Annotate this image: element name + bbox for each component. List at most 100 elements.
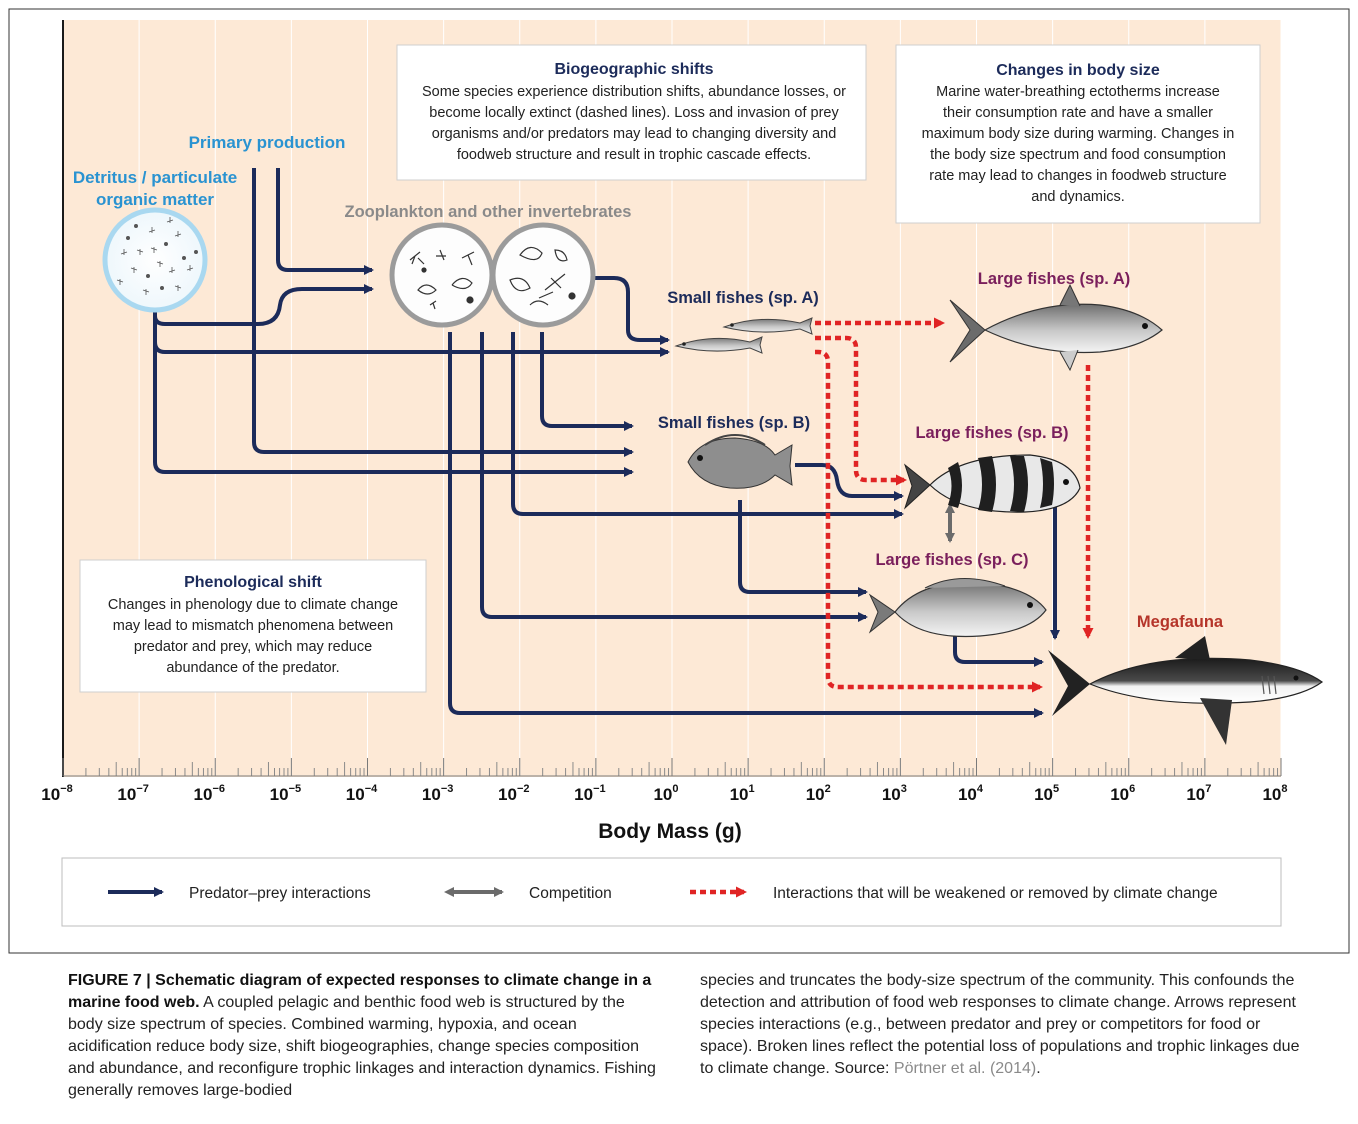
tuna-icon bbox=[949, 283, 1163, 372]
detritus-particle bbox=[156, 261, 164, 267]
detritus-particle bbox=[168, 267, 176, 273]
label-zooplankton: Zooplankton and other invertebrates bbox=[345, 203, 632, 221]
phenological-shift-box: Phenological shift Changes in phenology … bbox=[79, 559, 427, 693]
arrow-large-fish-c-to-megafauna bbox=[953, 635, 1044, 667]
tick-label: 106 bbox=[1110, 783, 1135, 804]
detritus-particle bbox=[181, 255, 186, 260]
detritus-particle bbox=[174, 285, 182, 291]
phenological-line: Changes in phenology due to climate chan… bbox=[108, 597, 398, 613]
body-size-line: and dynamics. bbox=[1031, 189, 1125, 205]
biogeographic-line: become locally extinct (dashed lines). L… bbox=[429, 105, 839, 121]
caption-label: FIGURE 7 | Schematic diagram of expected… bbox=[68, 972, 652, 1011]
body-size-line: rate may lead to changes in foodweb stru… bbox=[929, 168, 1226, 184]
detritus-particle bbox=[193, 249, 198, 254]
tick-label: 10−1 bbox=[574, 783, 605, 804]
detritus-particle bbox=[145, 273, 150, 278]
label-primary-production: Primary production bbox=[189, 133, 346, 152]
label-detritus-line2: organic matter bbox=[96, 190, 214, 209]
caption-left: FIGURE 7 | Schematic diagram of expected… bbox=[68, 970, 658, 1102]
legend-competition-label: Competition bbox=[529, 885, 612, 902]
detritus-circle-icon bbox=[102, 207, 208, 313]
detritus-particle bbox=[136, 249, 144, 255]
detritus-particle bbox=[159, 285, 164, 290]
tick-label: 10−4 bbox=[346, 783, 378, 804]
arrow-zooplankton-to-large-fish-c bbox=[480, 332, 868, 622]
tick-label: 105 bbox=[1034, 783, 1059, 804]
detritus-particle bbox=[148, 227, 156, 233]
tick-label: 10−7 bbox=[117, 783, 148, 804]
label-large-fish-b: Large fishes (sp. B) bbox=[915, 424, 1068, 442]
arrow-zooplankton-to-small-fish-a bbox=[594, 276, 670, 345]
body-size-box: Changes in body size Marine water-breath… bbox=[895, 44, 1261, 224]
phenological-line: may lead to mismatch phenomena between bbox=[113, 618, 394, 634]
detritus-particle bbox=[163, 241, 168, 246]
arrow-primary-to-zooplankton-a bbox=[276, 168, 374, 275]
tick-label: 10−8 bbox=[41, 783, 72, 804]
detritus-particle bbox=[133, 223, 138, 228]
shark-icon bbox=[1048, 636, 1324, 745]
detritus-particle bbox=[120, 249, 128, 255]
tick-label: 108 bbox=[1262, 783, 1287, 804]
label-large-fish-a: Large fishes (sp. A) bbox=[978, 270, 1131, 288]
phenological-title: Phenological shift bbox=[184, 574, 322, 591]
biogeographic-line: foodweb structure and result in trophic … bbox=[457, 147, 811, 163]
detritus-particle bbox=[126, 235, 131, 240]
tick-label: 104 bbox=[958, 783, 984, 804]
body-size-line: maximum body size during warming. Change… bbox=[922, 126, 1235, 142]
zooplankton-circle-icon bbox=[389, 222, 596, 328]
detritus-particle bbox=[116, 279, 124, 285]
body-size-line: the body size spectrum and food consumpt… bbox=[930, 147, 1226, 163]
caption-body-left: A coupled pelagic and benthic food web i… bbox=[68, 994, 656, 1099]
body-size-title: Changes in body size bbox=[996, 62, 1160, 79]
label-large-fish-c: Large fishes (sp. C) bbox=[875, 551, 1028, 569]
phenological-line: abundance of the predator. bbox=[166, 660, 339, 676]
detritus-particle bbox=[174, 231, 182, 237]
label-small-fish-b: Small fishes (sp. B) bbox=[658, 414, 810, 432]
tick-label: 10−2 bbox=[498, 783, 529, 804]
body-size-line: Marine water-breathing ectotherms increa… bbox=[936, 84, 1220, 100]
legend-predator-prey-label: Predator–prey interactions bbox=[189, 885, 371, 902]
small-fish-b-icon bbox=[687, 434, 793, 489]
detritus-particle bbox=[186, 265, 194, 271]
detritus-particle bbox=[166, 217, 174, 223]
x-axis-title: Body Mass (g) bbox=[598, 820, 742, 843]
label-megafauna: Megafauna bbox=[1137, 613, 1224, 631]
biogeographic-line: Some species experience distribution shi… bbox=[422, 84, 846, 100]
biogeographic-title: Biogeographic shifts bbox=[554, 61, 713, 78]
detritus-particle bbox=[130, 267, 138, 273]
tick-label: 101 bbox=[730, 783, 755, 804]
caption-right: species and truncates the body-size spec… bbox=[700, 970, 1310, 1080]
weakened-interactions-arrows bbox=[815, 317, 1094, 693]
tick-label: 100 bbox=[653, 783, 678, 804]
predator-prey-arrows bbox=[153, 168, 1060, 718]
body-size-line: their consumption rate and have a smalle… bbox=[943, 105, 1213, 121]
x-axis-tick-labels: 10−8 10−7 10−6 10−5 10−4 10−3 10−2 10−1 100 101 10… bbox=[41, 783, 1287, 804]
tick-label: 103 bbox=[882, 783, 907, 804]
tick-label: 102 bbox=[806, 783, 831, 804]
arrow-zooplankton-to-large-fish-b bbox=[511, 332, 904, 519]
label-detritus-line1: Detritus / particulate bbox=[73, 168, 237, 187]
detritus-particle bbox=[150, 247, 158, 253]
small-fish-a-icon bbox=[674, 317, 813, 354]
arrow-detritus-to-small-fish-b bbox=[153, 340, 634, 477]
arrow-zooplankton-to-small-fish-b bbox=[540, 332, 634, 431]
dashed-small-a-to-large-b bbox=[815, 335, 907, 486]
tick-label: 10−5 bbox=[270, 783, 301, 804]
caption-body-right: species and truncates the body-size spec… bbox=[700, 972, 1300, 1077]
tick-label: 10−3 bbox=[422, 783, 453, 804]
x-axis-ticks bbox=[62, 758, 1282, 776]
legend-weakened-label: Interactions that will be weakened or re… bbox=[773, 885, 1218, 902]
biogeographic-shifts-box: Biogeographic shifts Some species experi… bbox=[396, 44, 867, 181]
detritus-particle bbox=[142, 289, 150, 295]
arrow-small-fish-b-to-large-fish-c bbox=[738, 500, 868, 597]
label-small-fish-a: Small fishes (sp. A) bbox=[667, 289, 819, 307]
grouper-icon bbox=[903, 454, 1081, 513]
snapper-icon bbox=[868, 578, 1047, 638]
caption-end: . bbox=[1036, 1060, 1041, 1077]
arrow-primary-to-small-fish-b bbox=[252, 168, 634, 457]
legend: Predator–prey interactions Competition I… bbox=[61, 857, 1282, 927]
tick-label: 10−6 bbox=[194, 783, 225, 804]
phenological-line: predator and prey, which may reduce bbox=[134, 639, 372, 655]
caption-source-link[interactable]: Pörtner et al. (2014) bbox=[893, 1060, 1037, 1077]
tick-label: 107 bbox=[1186, 783, 1211, 804]
